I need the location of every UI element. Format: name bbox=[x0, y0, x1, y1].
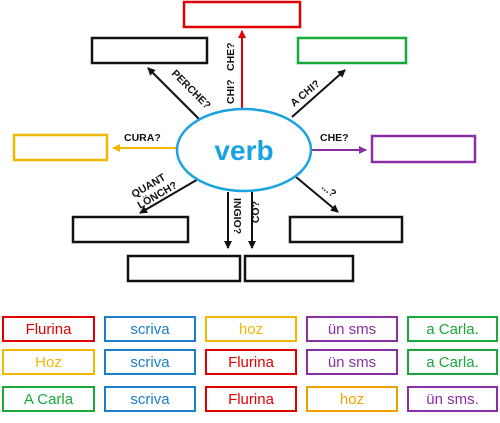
question-perche: PERCHE? bbox=[169, 68, 213, 112]
arrow-lower-left bbox=[139, 177, 201, 214]
answer-box-left-yellow[interactable] bbox=[12, 133, 109, 162]
question-ingio: INGIO? bbox=[231, 198, 243, 234]
sentence-1-word-3[interactable]: hoz bbox=[205, 316, 297, 342]
verb-label: verb bbox=[214, 135, 273, 166]
sentence-1-word-5[interactable]: a Carla. bbox=[407, 316, 498, 342]
question-che-right: CHE? bbox=[320, 132, 349, 144]
sentence-1-word-1[interactable]: Flurina bbox=[2, 316, 95, 342]
sentence-3-word-4[interactable]: hoz bbox=[306, 386, 398, 412]
sentence-3-word-2[interactable]: scriva bbox=[104, 386, 196, 412]
sentence-3-word-3[interactable]: Flurina bbox=[205, 386, 297, 412]
sentence-1-word-4[interactable]: ün sms bbox=[306, 316, 398, 342]
sentence-2-word-3[interactable]: Flurina bbox=[205, 349, 297, 375]
sentence-2-word-2[interactable]: scriva bbox=[104, 349, 196, 375]
answer-box-bottom-left[interactable] bbox=[126, 254, 242, 283]
question-che-up: CHE? bbox=[225, 42, 237, 71]
answer-box-bottom-right[interactable] bbox=[243, 254, 355, 283]
question-other: ...? bbox=[319, 181, 338, 200]
answer-box-top-red[interactable] bbox=[182, 0, 302, 29]
answer-box-right-purple[interactable] bbox=[370, 134, 477, 164]
sentence-2-word-4[interactable]: ün sms bbox=[306, 349, 398, 375]
answer-box-lower-left[interactable] bbox=[71, 215, 190, 244]
sentence-2-word-5[interactable]: a Carla. bbox=[407, 349, 498, 375]
question-chi: CHI? bbox=[225, 80, 237, 105]
arrow-upper-left bbox=[147, 67, 201, 121]
sentence-3-word-1[interactable]: A Carla bbox=[2, 386, 95, 412]
answer-box-upper-right-green[interactable] bbox=[296, 36, 408, 65]
verb-ellipse bbox=[175, 107, 313, 193]
answer-box-lower-right[interactable] bbox=[288, 215, 404, 244]
arrow-upper-right bbox=[291, 69, 346, 118]
question-cura: CURA? bbox=[124, 132, 161, 144]
arrow-lower-right bbox=[295, 176, 339, 213]
sentence-1-word-2[interactable]: scriva bbox=[104, 316, 196, 342]
answer-box-upper-left[interactable] bbox=[90, 36, 209, 65]
sentence-3-word-5[interactable]: ün sms. bbox=[407, 386, 498, 412]
sentence-2-word-1[interactable]: Hoz bbox=[2, 349, 95, 375]
question-co: CO? bbox=[250, 201, 262, 223]
